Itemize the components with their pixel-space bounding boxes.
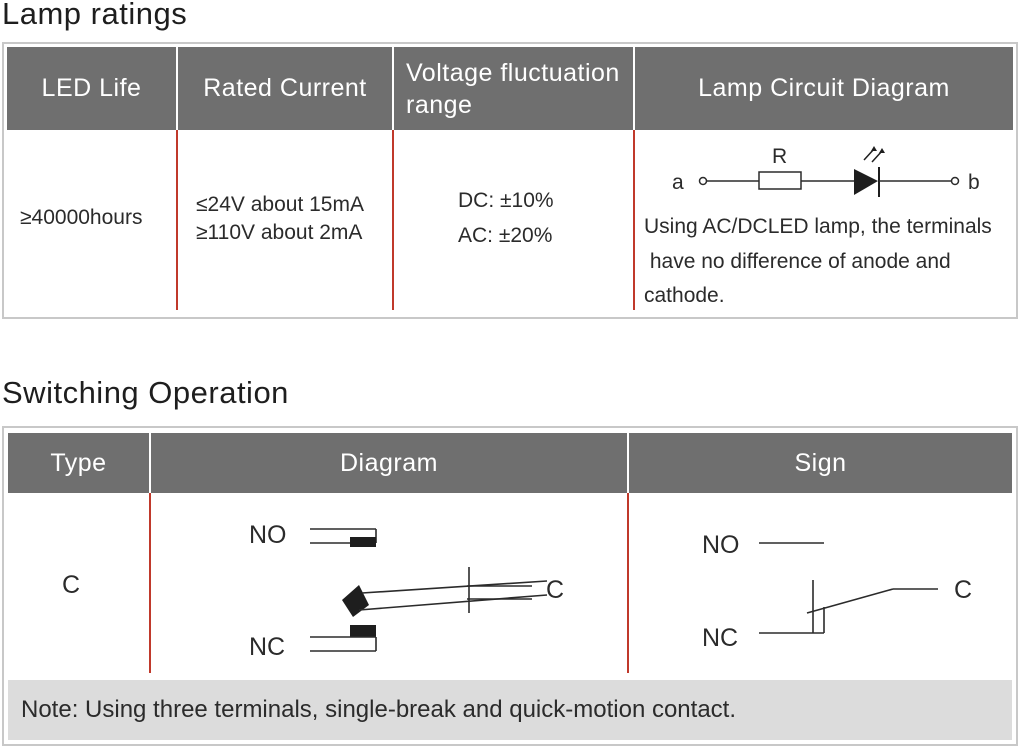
contact-arm [358,594,548,611]
sign-nc-label: NC [702,624,738,652]
resistor-label: R [772,145,787,168]
circuit-desc-line1: Using AC/DCLED lamp, the terminals [644,215,992,238]
light-arrow-head [879,148,885,153]
header-sign: Sign [629,433,1012,493]
header-diagram: Diagram [151,433,627,493]
header-voltage-fluctuation: Voltage fluctuation range [394,47,633,130]
voltage-dc-value: DC: ±10% [458,189,554,212]
header-led-life: LED Life [7,47,176,130]
light-arrow-head [871,146,877,151]
contact-arm [361,580,548,594]
type-value: C [62,571,81,599]
switching-note: Note: Using three terminals, single-brea… [8,680,1012,740]
separator [633,130,635,310]
header-lamp-circuit: Lamp Circuit Diagram [635,47,1013,130]
switching-diagram: NO C NC [249,521,564,661]
terminal-a-label: a [672,171,684,194]
led-symbol [854,169,878,195]
lamp-circuit-diagram: a R b [672,145,980,197]
separator [176,130,178,310]
movable-contact [342,585,369,617]
separator [392,130,394,310]
diagram-c-label: C [546,576,564,604]
nc-contact [350,625,376,637]
sign-contact-arm [806,588,894,614]
circuit-desc-line3: cathode. [644,284,725,307]
voltage-ac-value: AC: ±20% [458,224,553,247]
switching-operation-title: Switching Operation [2,375,289,410]
sign-no-label: NO [702,531,740,559]
terminal-b-label: b [968,171,980,194]
sign-c-label: C [954,576,972,604]
separator [627,493,629,673]
diagram-nc-label: NC [249,633,285,661]
header-type: Type [8,433,149,493]
resistor-symbol [758,171,802,190]
header-voltage-line2: range [406,90,473,119]
rated-current-line2: ≥110V about 2mA [196,221,363,244]
switching-sign: NO C NC [702,531,972,652]
circuit-desc-line2: have no difference of anode and [644,250,951,273]
diagram-no-label: NO [249,521,287,549]
header-voltage-line1: Voltage fluctuation [406,58,620,87]
terminal-a-dot [698,176,708,186]
separator [149,493,151,673]
lamp-ratings-title: Lamp ratings [2,0,188,31]
led-life-value: ≥40000hours [20,206,143,229]
rated-current-line1: ≤24V about 15mA [196,193,364,216]
no-contact [350,537,376,547]
header-rated-current: Rated Current [178,47,392,130]
terminal-b-dot [950,176,960,186]
